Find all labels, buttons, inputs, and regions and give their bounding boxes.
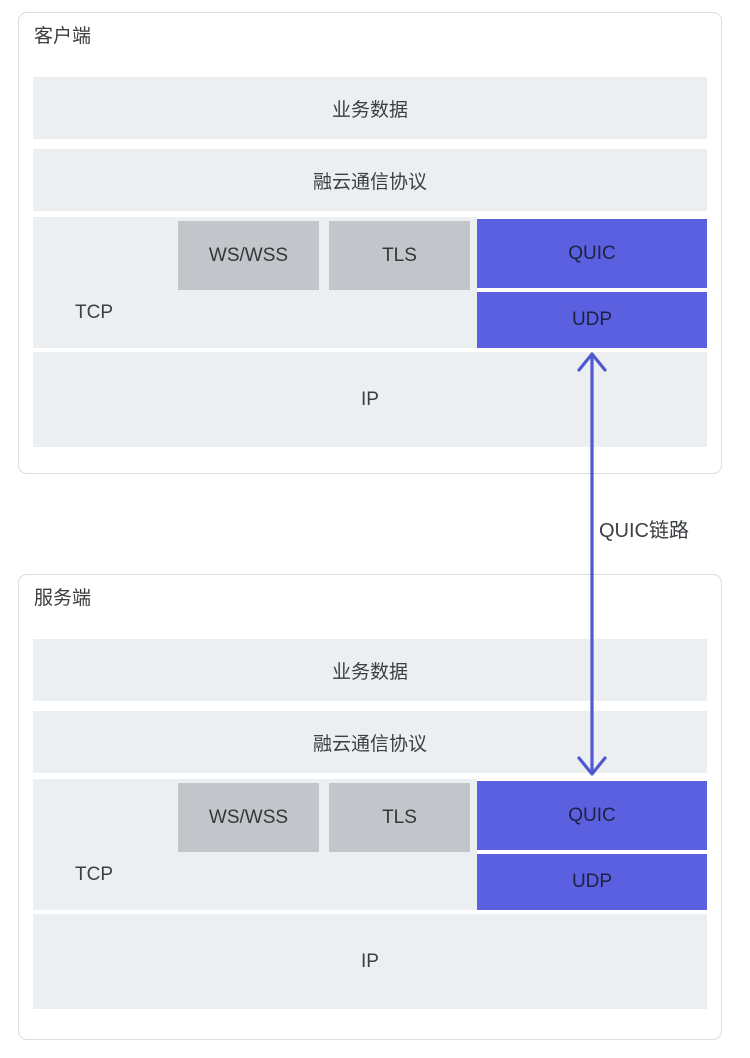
- quic-link-label: QUIC链路: [599, 520, 689, 542]
- client-layer-business-data: 业务数据: [33, 77, 707, 139]
- client-layer-quic: QUIC: [477, 219, 707, 288]
- server-layer-ws-wss: WS/WSS: [178, 783, 319, 852]
- client-layer-rongcloud-protocol: 融云通信协议: [33, 149, 707, 211]
- server-layer-tcp-label: TCP: [75, 864, 113, 885]
- server-layer-ip: IP: [33, 914, 707, 1009]
- server-panel-title: 服务端: [34, 588, 92, 609]
- client-panel: 客户端 业务数据 融云通信协议 TCP WS/WSS TLS QUIC UDP …: [18, 12, 722, 474]
- server-layer-rongcloud-protocol: 融云通信协议: [33, 711, 707, 773]
- client-layer-tls: TLS: [329, 221, 470, 290]
- client-layer-udp: UDP: [477, 292, 707, 348]
- client-layer-tcp-label: TCP: [75, 302, 113, 323]
- client-panel-title: 客户端: [34, 26, 92, 47]
- server-layer-tls: TLS: [329, 783, 470, 852]
- client-layer-ip: IP: [33, 352, 707, 447]
- server-layer-udp: UDP: [477, 854, 707, 910]
- client-layer-ws-wss: WS/WSS: [178, 221, 319, 290]
- server-layer-business-data: 业务数据: [33, 639, 707, 701]
- server-panel: 服务端 业务数据 融云通信协议 TCP WS/WSS TLS QUIC UDP …: [18, 574, 722, 1040]
- server-layer-quic: QUIC: [477, 781, 707, 850]
- client-transport-band: TCP WS/WSS TLS QUIC UDP: [33, 217, 707, 348]
- server-transport-band: TCP WS/WSS TLS QUIC UDP: [33, 779, 707, 910]
